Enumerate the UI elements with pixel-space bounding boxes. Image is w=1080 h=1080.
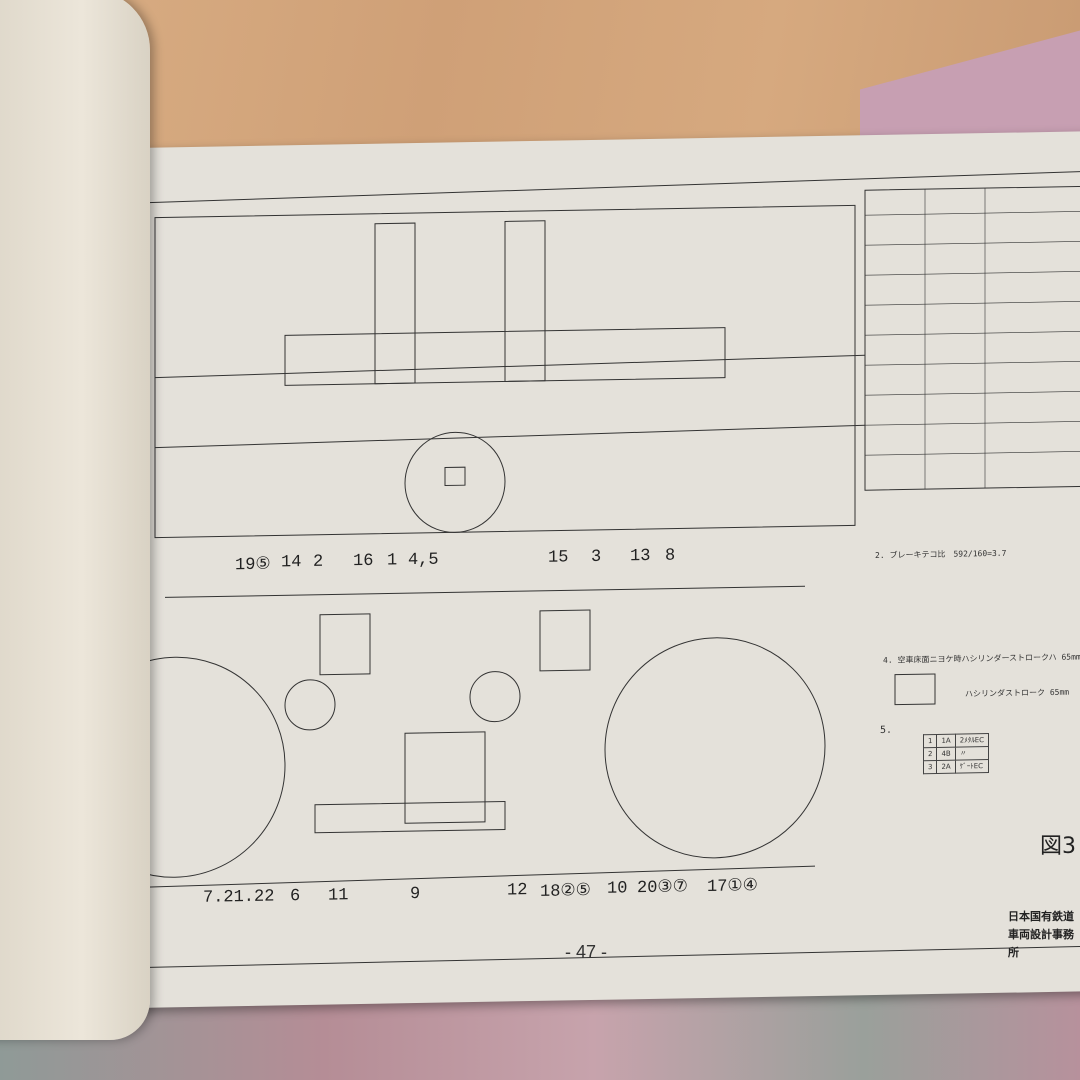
callout-label: 20③⑦	[637, 878, 688, 899]
left-page-curl	[0, 0, 150, 1040]
table-cell: 2A	[936, 760, 956, 774]
organization-line: 日本国有鉄道	[1008, 910, 1074, 923]
note-stroke-detail: ハシリンダストローク 65mm	[965, 687, 1070, 699]
figure-label: 図3	[1040, 834, 1076, 859]
callout-label: 15	[548, 548, 569, 568]
callout-label: 3	[591, 547, 602, 567]
table-cell: 2ﾒﾀﾙEC	[955, 733, 989, 748]
table-cell: 3	[923, 760, 937, 774]
callout-label: 9	[410, 884, 421, 905]
table-cell: 1	[923, 734, 937, 748]
page-number: - 47 -	[565, 942, 608, 962]
title-block-organization: 日本国有鉄道 車両設計事務所	[1008, 908, 1080, 962]
table-cell: 〃	[955, 746, 989, 761]
table-cell: 2	[923, 747, 937, 761]
callout-label: 2	[313, 552, 324, 572]
organization-line: 車両設計事務所	[1008, 928, 1074, 959]
note-brake-ratio: 2. ブレーキテコ比 592/160=3.7	[875, 548, 1007, 561]
drawing-sheet: 19⑤ 14 2 16 1 4,5 15 3 13 8 7.21.22 6 11…	[85, 131, 1080, 1009]
callout-label: 1	[387, 551, 398, 571]
callout-label: 10	[607, 879, 628, 899]
callout-label: 7.21.22	[203, 887, 275, 908]
callout-label: 6	[290, 887, 301, 907]
bogie-technical-drawing	[85, 170, 1080, 970]
callout-label: 19⑤	[235, 555, 271, 576]
callout-label: 16	[353, 551, 374, 572]
callout-label: 17①④	[707, 877, 758, 897]
table-cell: ｹﾞｰﾄEC	[955, 759, 989, 774]
callout-label: 11	[328, 886, 349, 906]
note-5: 5.	[880, 724, 893, 736]
callout-label: 14	[281, 553, 302, 573]
callout-label: 12	[507, 881, 528, 901]
callout-label: 4,5	[408, 550, 439, 571]
callout-label: 13	[630, 546, 651, 567]
table-cell: 1A	[936, 734, 956, 748]
table-cell: 4B	[936, 747, 956, 761]
callout-label: 8	[665, 546, 676, 566]
callout-label: 18②⑤	[540, 881, 591, 902]
